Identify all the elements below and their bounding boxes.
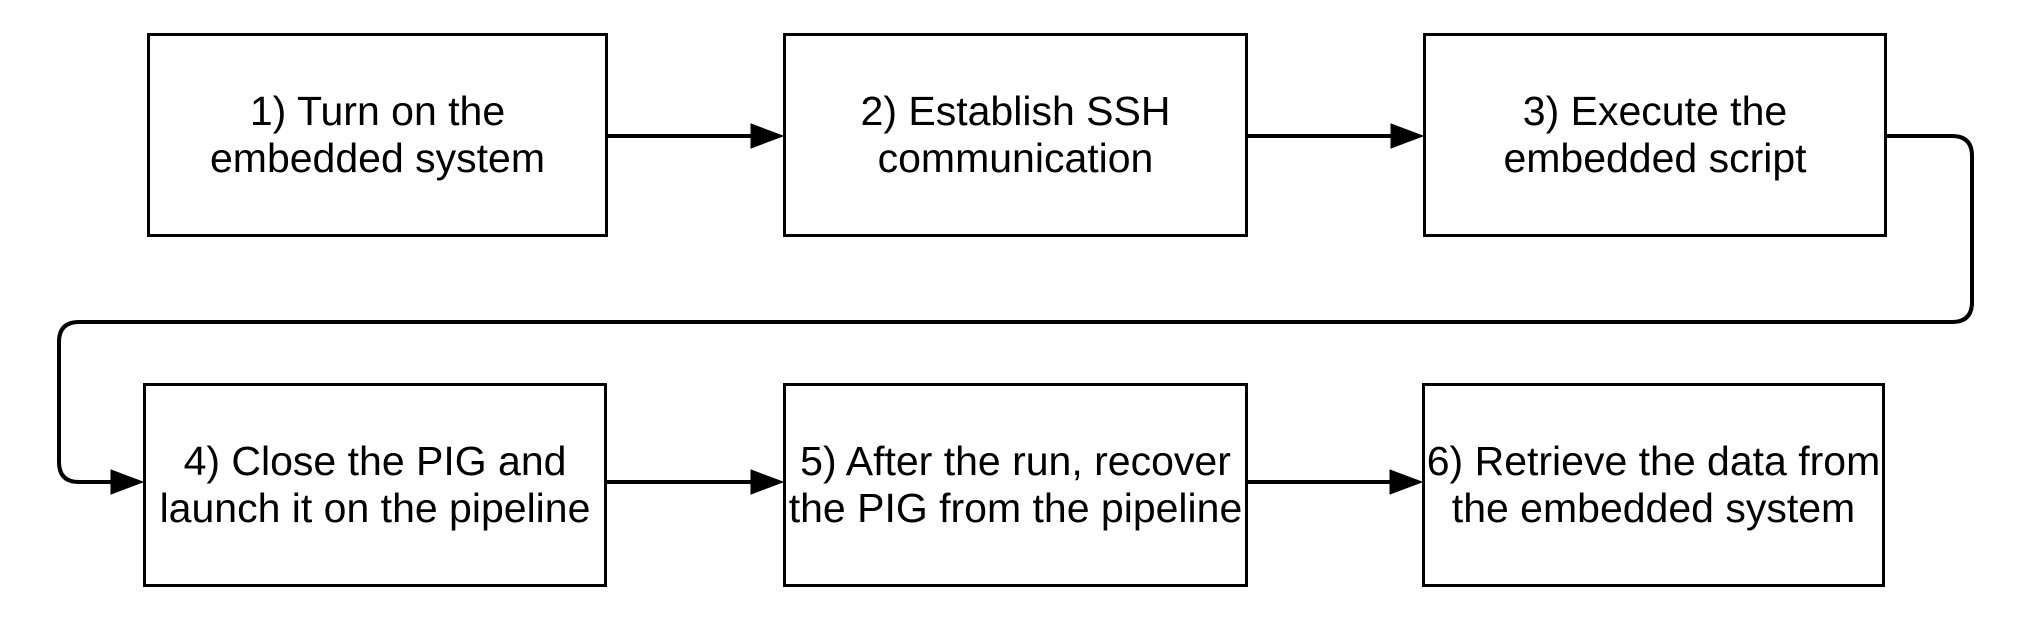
step-5-label-line-1: 5) After the run, recover xyxy=(800,437,1231,484)
step-5-label-line-2: the PIG from the pipeline xyxy=(788,485,1243,531)
step-2-label-line-2: communication xyxy=(877,135,1154,181)
step-1-label-line-1: 1) Turn on the xyxy=(249,87,506,134)
flow-step-3: 3) Execute the embedded script xyxy=(1423,33,1887,237)
step-6-label-line-2: the embedded system xyxy=(1451,485,1856,531)
step-6-label-line-1: 6) Retrieve the data from xyxy=(1426,437,1881,484)
flow-step-2: 2) Establish SSH communication xyxy=(783,33,1248,237)
flow-step-1: 1) Turn on the embedded system xyxy=(147,33,608,237)
flow-step-6: 6) Retrieve the data from the embedded s… xyxy=(1422,383,1885,587)
step-2-label-line-1: 2) Establish SSH xyxy=(860,87,1171,134)
flow-step-5: 5) After the run, recover the PIG from t… xyxy=(783,383,1248,587)
step-4-label-line-1: 4) Close the PIG and xyxy=(183,437,567,484)
step-3-label-line-2: embedded script xyxy=(1503,135,1807,181)
flow-step-4: 4) Close the PIG and launch it on the pi… xyxy=(143,383,607,587)
arrow-step5-to-step6 xyxy=(1248,469,1424,495)
arrow-step1-to-step2 xyxy=(608,123,785,149)
step-1-label-line-2: embedded system xyxy=(209,135,545,181)
arrow-step3-to-step4 xyxy=(57,134,1974,495)
step-4-label-line-2: launch it on the pipeline xyxy=(159,485,591,531)
step-3-label-line-1: 3) Execute the xyxy=(1522,87,1788,134)
arrow-step2-to-step3 xyxy=(1248,123,1425,149)
arrow-step4-to-step5 xyxy=(607,469,785,495)
